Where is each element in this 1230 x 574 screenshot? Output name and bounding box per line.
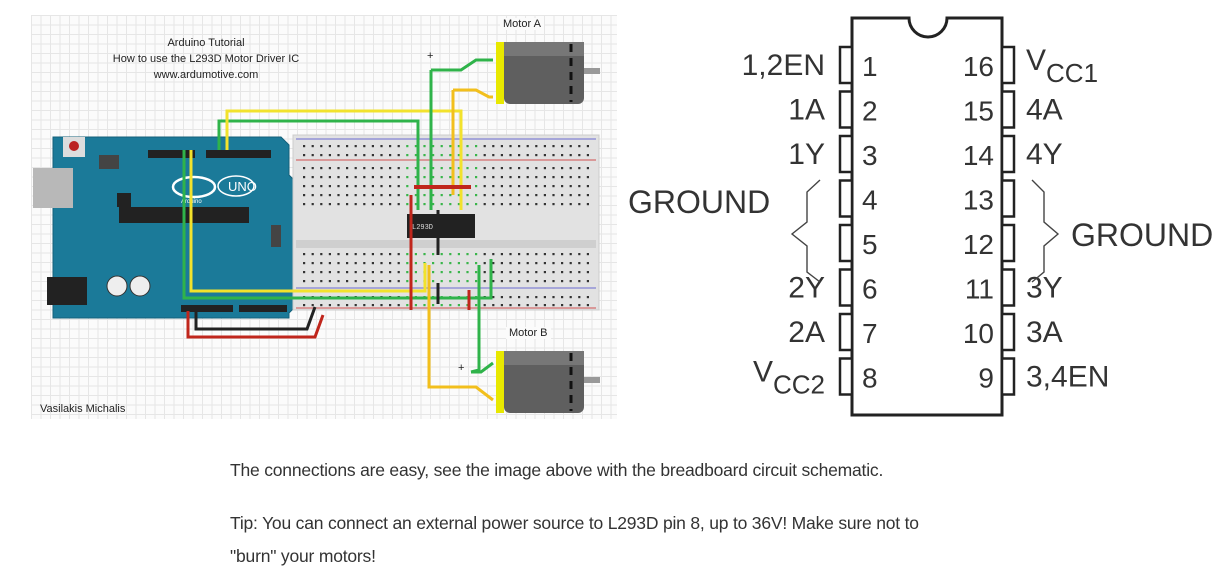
pin-label: VCC2 (753, 356, 825, 400)
pin-number: 9 (978, 363, 994, 394)
author-credit: Vasilakis Michalis (40, 403, 126, 415)
chip-label: L293D (412, 224, 433, 232)
pin-label: 2A (788, 316, 825, 349)
pin-number: 12 (963, 229, 994, 260)
pin-13 (1000, 179, 1016, 218)
power-jack (47, 277, 87, 305)
pin-label: 1Y (788, 138, 825, 171)
ground-brace-left (790, 179, 821, 283)
paragraph-tip-line2: "burn" your motors! (230, 546, 376, 566)
plus-sign-a: + (427, 50, 433, 62)
pin-number: 13 (963, 185, 994, 216)
breadboard-circuit-image: UNO Arduino L293D (31, 15, 617, 419)
usb-port (33, 168, 73, 208)
caption-website: www.ardumotive.com (153, 69, 259, 81)
motor-a-label: Motor A (500, 18, 544, 30)
pin-12 (1000, 223, 1016, 263)
pin-label: 3A (1026, 316, 1063, 349)
pin-7 (838, 312, 854, 352)
pin-label: 1,2EN (742, 49, 825, 82)
pin-number: 2 (862, 96, 878, 127)
pin-8 (838, 357, 854, 396)
pin-label: VCC1 (1026, 44, 1098, 88)
pin-number: 11 (965, 274, 994, 305)
l293d-pinout-diagram: 1 1,2EN 2 1A 3 1Y 4 5 6 2Y 7 2A 8 VCC2 16 VCC1 15 4A 14 4Y 1… (620, 10, 1230, 430)
pin-number: 14 (963, 140, 994, 171)
pin-number: 16 (963, 51, 994, 82)
pin-3 (838, 134, 854, 174)
pin-15 (1000, 90, 1016, 129)
uno-logo: UNO (228, 179, 257, 194)
pin-1 (838, 45, 854, 85)
wires (182, 58, 494, 402)
plus-sign-b: + (458, 362, 464, 374)
pin-14 (1000, 134, 1016, 174)
circuit-drawing: UNO Arduino L293D (33, 42, 600, 413)
ic-body (850, 16, 1004, 417)
pin-number: 10 (963, 318, 994, 349)
pin-label: 4A (1026, 94, 1063, 127)
pin-11 (1000, 268, 1016, 307)
pin-label: 4Y (1026, 138, 1063, 171)
paragraph-tip-line1: Tip: You can connect an external power s… (230, 513, 919, 533)
caption-subtitle: How to use the L293D Motor Driver IC (112, 53, 300, 65)
pin-number: 15 (963, 96, 994, 127)
figure-caption: Arduino Tutorial How to use the L293D Mo… (91, 35, 321, 83)
arduino-board: UNO Arduino (33, 136, 298, 319)
pinout-drawing: 1 1,2EN 2 1A 3 1Y 4 5 6 2Y 7 2A 8 VCC2 16 VCC1 15 4A 14 4Y 1… (628, 16, 1213, 417)
pin-number: 8 (862, 363, 878, 394)
l293d-chip (407, 214, 475, 238)
pin-9 (1000, 357, 1016, 396)
motor-a (496, 42, 600, 104)
pin-label: 3,4EN (1026, 361, 1109, 394)
header-right (206, 150, 271, 158)
ground-brace-right (1031, 179, 1060, 283)
breadboard: L293D (292, 134, 600, 311)
pin-16 (1000, 45, 1016, 85)
header-left (148, 150, 195, 158)
pin-4 (838, 179, 854, 218)
motor-b-label: Motor B (506, 327, 551, 339)
caption-title: Arduino Tutorial (167, 37, 245, 49)
motor-b (496, 351, 600, 413)
pin-label: 1A (788, 94, 825, 127)
pin-number: 4 (862, 185, 878, 216)
pin-6 (838, 268, 854, 307)
pin-label: 2Y (788, 272, 825, 305)
pin-number: 5 (862, 229, 878, 260)
pin-10 (1000, 312, 1016, 352)
paragraph-connections: The connections are easy, see the image … (230, 460, 884, 480)
ground-label-right: GROUND (1071, 217, 1213, 253)
pin-5 (838, 223, 854, 263)
pin-number: 7 (862, 318, 878, 349)
pin-2 (838, 90, 854, 129)
pin-number: 3 (862, 140, 878, 171)
pin-number: 1 (862, 51, 878, 82)
ground-label-left: GROUND (628, 184, 770, 220)
pin-label: 3Y (1026, 272, 1063, 305)
pin-number: 6 (862, 274, 878, 305)
